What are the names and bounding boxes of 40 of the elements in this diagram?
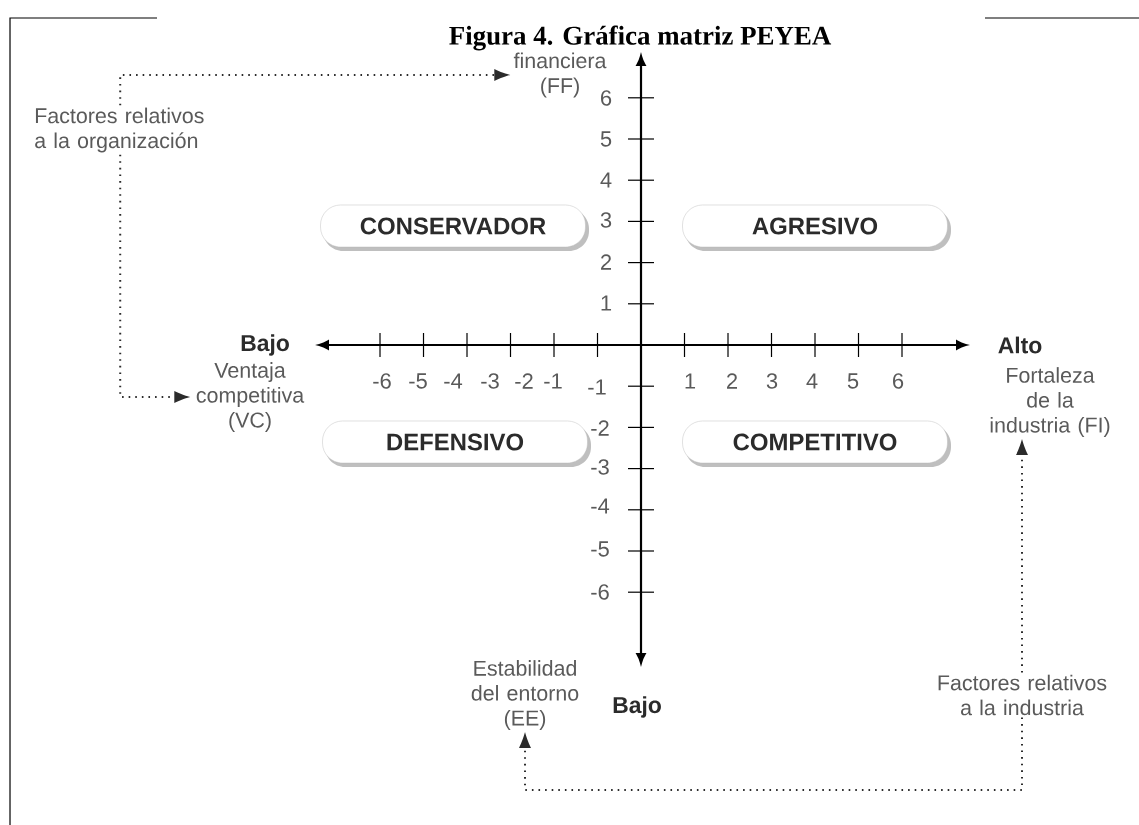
quadrant-label-box: CONSERVADOR (320, 204, 589, 251)
quadrant-label-box: COMPETITIVO (682, 420, 951, 467)
tick-label: -5 (591, 541, 609, 557)
tick-label: 3 (766, 373, 778, 389)
tick-label: 4 (806, 373, 818, 389)
dotted-arrow (519, 716, 1023, 791)
tick-label: -6 (591, 584, 609, 600)
axis-caption: Ventaja competitiva (VC) (196, 362, 305, 432)
tick-label: 1 (685, 373, 696, 389)
tick-label: -3 (591, 459, 609, 475)
tick-label: 5 (600, 131, 612, 147)
tick-label: 1 (601, 295, 612, 311)
tick-label: -1 (588, 379, 606, 395)
tick-label: -2 (591, 420, 609, 436)
axis-end-label: Alto (998, 336, 1042, 354)
title: Figura 4. Gráfica matriz PEYEA (449, 25, 832, 51)
tick-label: 6 (893, 373, 904, 389)
tick-label: 4 (600, 172, 612, 188)
tick-label: -6 (373, 373, 391, 389)
tick-label: -1 (544, 373, 562, 389)
axis-caption: Factores relativos a la industria (938, 674, 1107, 716)
tick-label: 5 (847, 373, 859, 389)
axis-end-label: Bajo (241, 334, 289, 356)
tick-label: -5 (409, 373, 427, 389)
dotted-arrow (1016, 439, 1028, 674)
tick-label: -3 (481, 373, 499, 389)
tick-label: 2 (727, 373, 737, 389)
tick-label: -2 (515, 373, 533, 389)
tick-label: 6 (601, 90, 612, 106)
dotted-arrow (119, 153, 191, 403)
dotted-arrow (119, 69, 511, 107)
quadrant-label-box: AGRESIVO (682, 204, 951, 251)
tick-label: -4 (591, 498, 610, 514)
axis-end-label: Bajo (613, 696, 661, 718)
tick-label: 2 (601, 254, 611, 270)
tick-label: -4 (444, 373, 463, 389)
axis-caption: Factores relativos a la organización (35, 107, 204, 153)
axis-caption: Estabilidad del entorno (EE) (471, 660, 579, 730)
quadrant-label-box: DEFENSIVO (322, 420, 591, 467)
axis-caption: Fortaleza de la industria (FI) (990, 367, 1110, 437)
